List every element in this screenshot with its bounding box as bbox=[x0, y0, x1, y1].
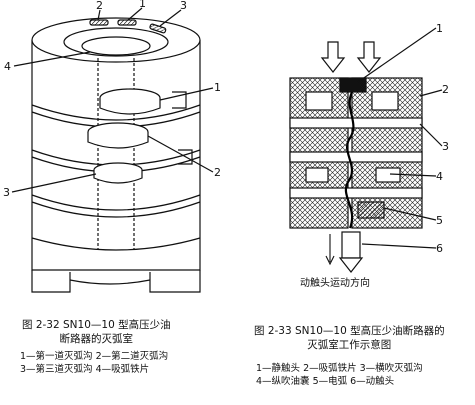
callout-label: 1 bbox=[214, 81, 221, 94]
motion-direction-label: 动触头运动方向 bbox=[300, 276, 370, 289]
figure-caption: 图 2-32 SN10—10 型高压少油 断路器的灭弧室 bbox=[22, 318, 171, 346]
callout-label: 3 bbox=[442, 140, 449, 153]
figure-legend: 1—静触头 2—吸弧铁片 3—横吹灭弧沟 4—纵吹油囊 5—电弧 6—动触头 bbox=[256, 362, 423, 388]
legend-line: 4—纵吹油囊 5—电弧 6—动触头 bbox=[256, 376, 395, 387]
legend-line: 1—第一道灭弧沟 2—第二道灭弧沟 bbox=[20, 351, 169, 362]
callout-label: 4 bbox=[4, 60, 11, 73]
arc-chute-operation-drawing: 1 2 3 4 5 6 动触头运动方向 bbox=[289, 22, 449, 289]
callout-label: 2 bbox=[442, 83, 449, 96]
callout-label: 3 bbox=[3, 186, 10, 199]
arc-chute-drawing: 2 1 3 4 1 2 3 bbox=[3, 0, 221, 293]
figure-arc-chute-operation: 1 2 3 4 5 6 动触头运动方向 图 2-33 SN10—10 型高压少油… bbox=[240, 0, 475, 405]
figure-legend: 1—第一道灭弧沟 2—第二道灭弧沟 3—第三道灭弧沟 4—吸弧铁片 bbox=[20, 350, 168, 376]
figure-caption: 图 2-33 SN10—10 型高压少油断路器的 灭弧室工作示意图 bbox=[254, 324, 445, 352]
callout-label: 1 bbox=[139, 0, 146, 10]
callout-label: 2 bbox=[96, 0, 103, 12]
caption-line: 图 2-33 SN10—10 型高压少油断路器的 bbox=[254, 325, 445, 337]
callout-label: 3 bbox=[180, 0, 187, 12]
legend-line: 1—静触头 2—吸弧铁片 3—横吹灭弧沟 bbox=[256, 363, 423, 374]
callout-label: 4 bbox=[436, 170, 443, 183]
callout-label: 2 bbox=[214, 166, 221, 179]
caption-line: 灭弧室工作示意图 bbox=[307, 339, 392, 351]
caption-line: 图 2-32 SN10—10 型高压少油 bbox=[22, 319, 171, 331]
callout-label: 6 bbox=[436, 242, 443, 255]
callout-label: 5 bbox=[436, 214, 443, 227]
legend-line: 3—第三道灭弧沟 4—吸弧铁片 bbox=[20, 364, 150, 375]
caption-line: 断路器的灭弧室 bbox=[59, 333, 134, 345]
figure-arc-chute: 2 1 3 4 1 2 3 图 2-32 SN10—10 型高压少油 断路器的灭… bbox=[0, 0, 236, 405]
callout-label: 1 bbox=[436, 22, 443, 35]
